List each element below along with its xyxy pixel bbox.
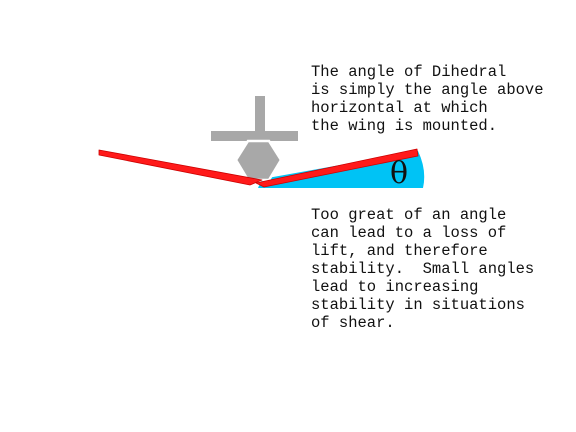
theta-label: θ [390, 156, 408, 191]
dihedral-definition-text: The angle of Dihedral is simply the angl… [311, 63, 544, 135]
horizontal-stabilizer [211, 131, 298, 141]
dihedral-effects-text: Too great of an angle can lead to a loss… [311, 206, 535, 332]
tail-fin [255, 96, 265, 141]
left-wing [98, 149, 263, 186]
right-wing [255, 148, 419, 188]
fuselage [234, 139, 283, 182]
